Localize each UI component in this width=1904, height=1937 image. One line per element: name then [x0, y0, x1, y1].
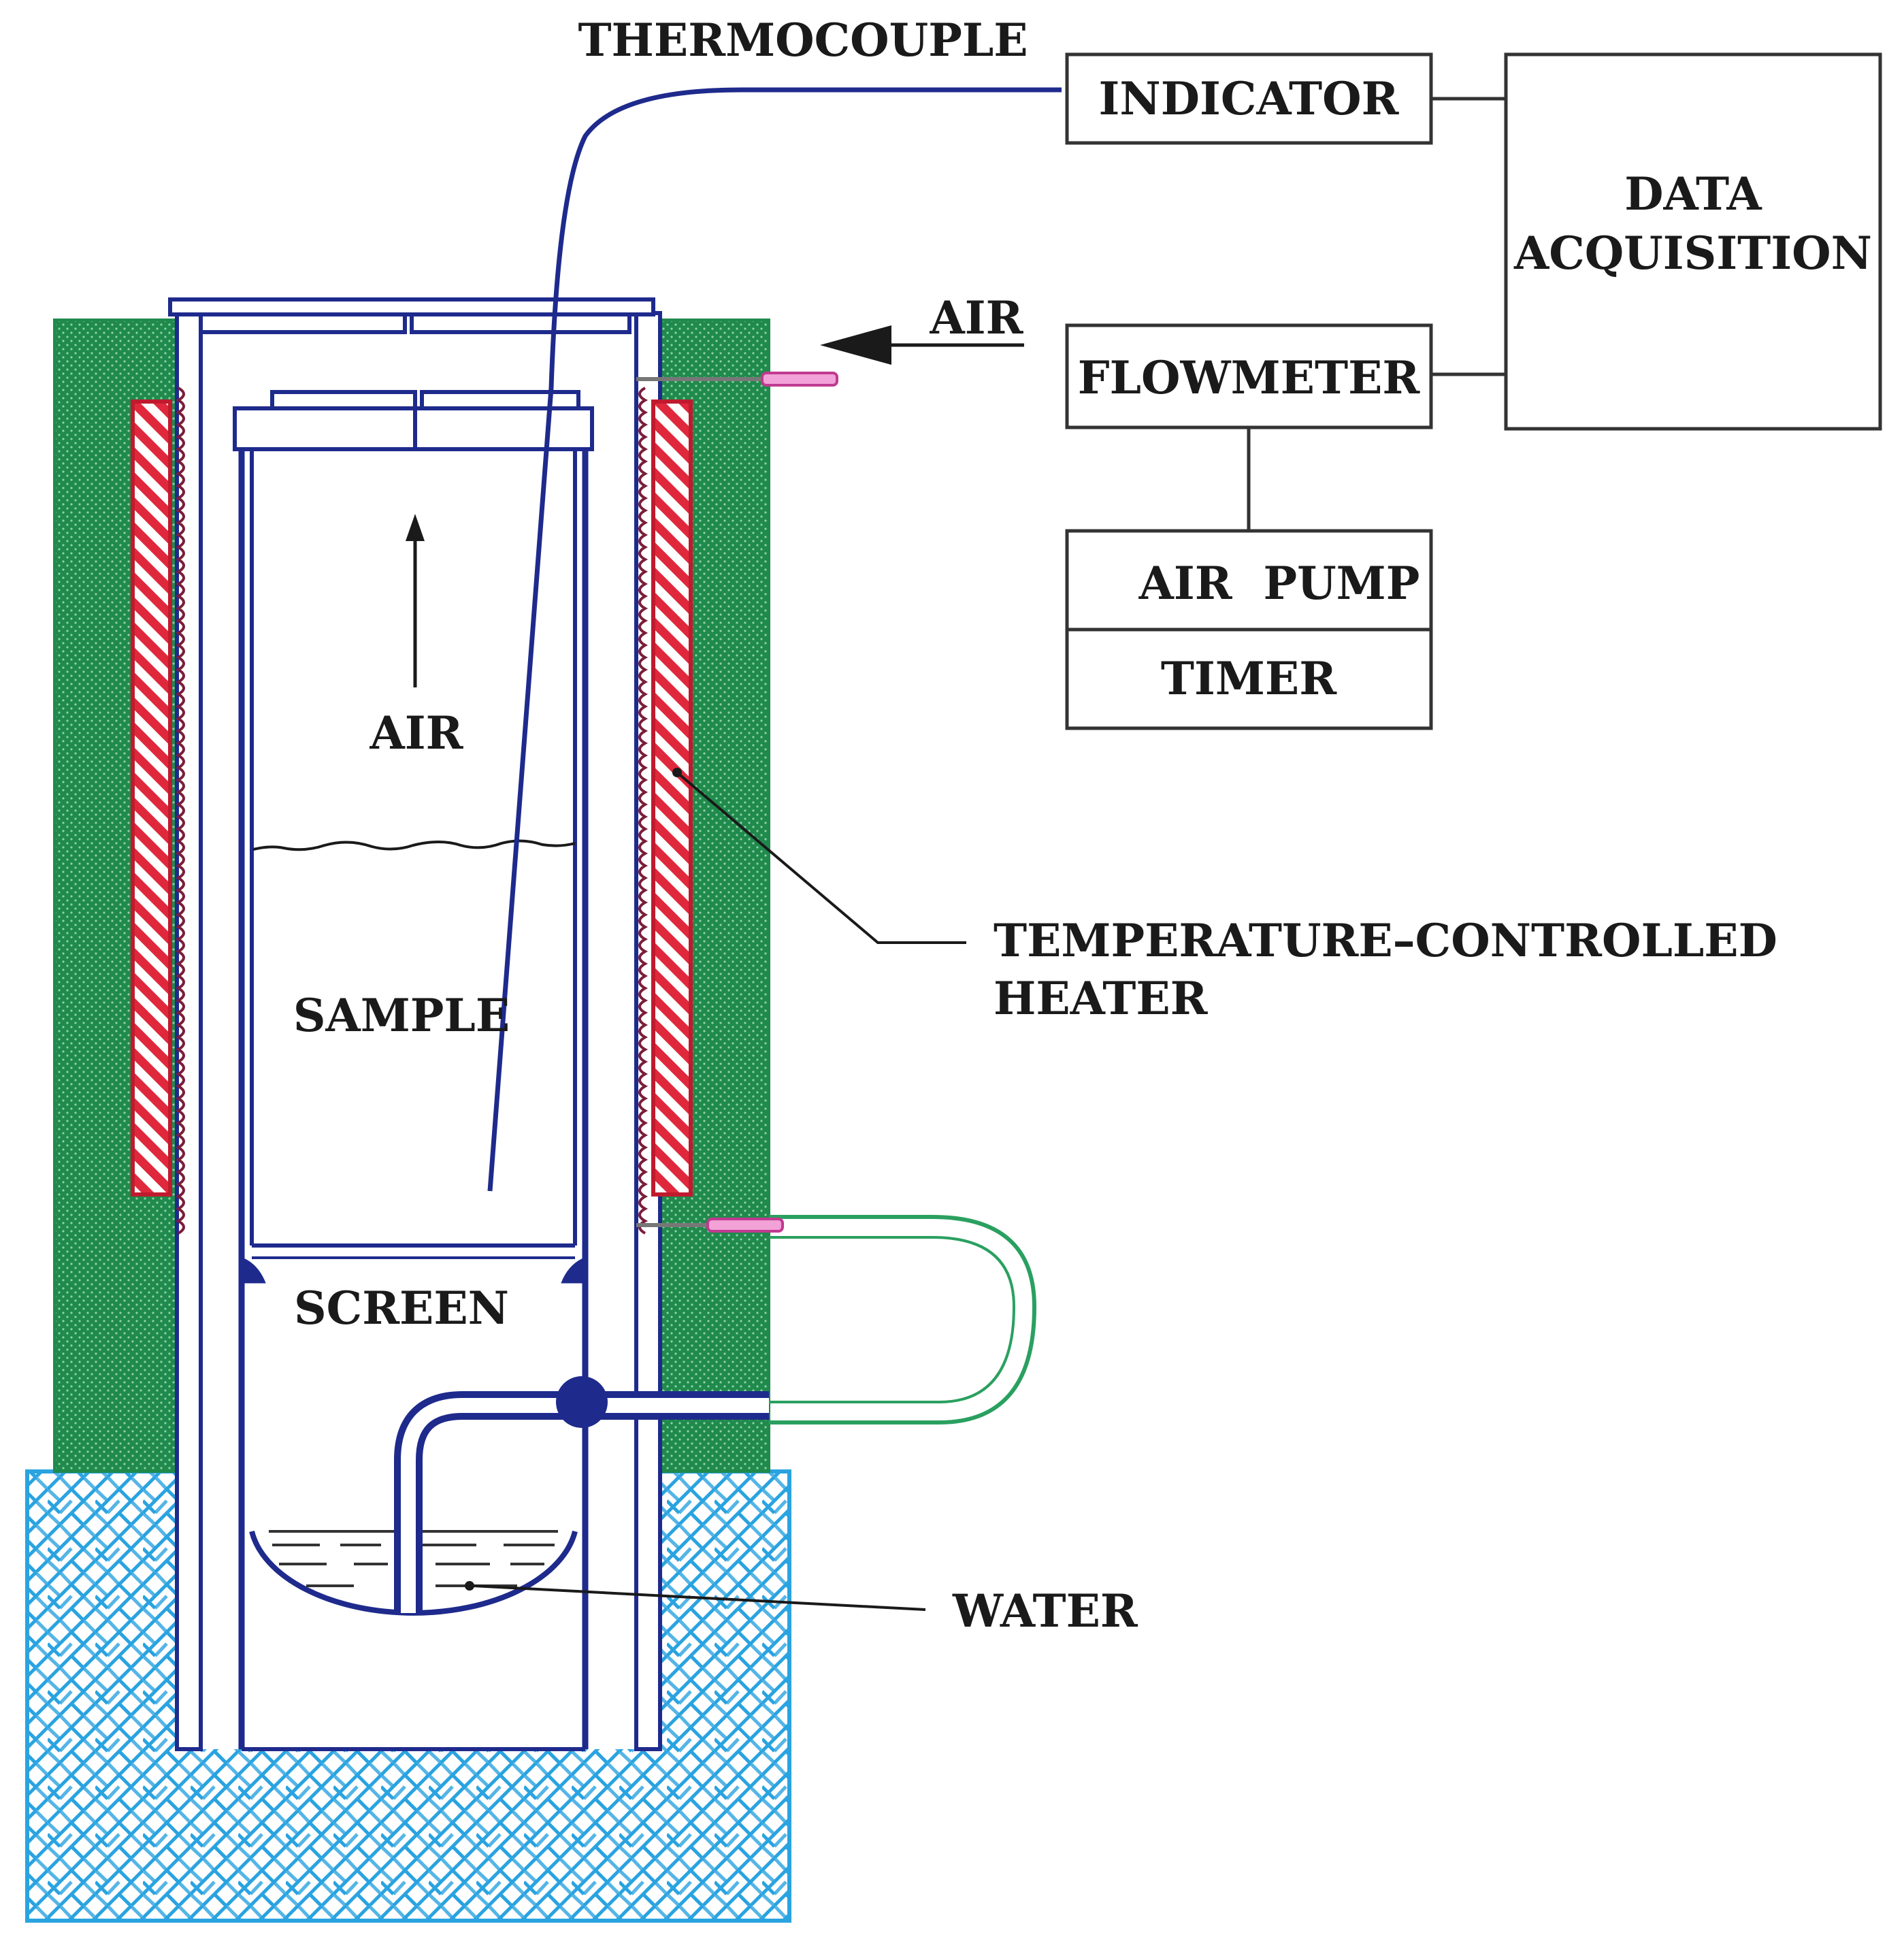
- overflow-tube: [769, 1215, 1037, 1425]
- heater-pointer-dot: [672, 768, 682, 777]
- inner-vessel: [233, 390, 594, 1751]
- label-data: DATA: [1624, 167, 1762, 221]
- air-inlet-tube: [394, 1391, 769, 1613]
- label-water: WATER: [952, 1584, 1138, 1638]
- label-flowmeter: FLOWMETER: [1078, 351, 1421, 404]
- air-inlet-arrow: [820, 325, 1024, 365]
- label-air-pump: AIR PUMP: [1138, 557, 1420, 610]
- label-air-inlet: AIR: [930, 291, 1024, 344]
- thermocouple-wire: [487, 87, 1062, 1192]
- leader-lines: [472, 771, 966, 1611]
- indicator-box: [1065, 52, 1433, 145]
- flowmeter-box: [1065, 323, 1433, 429]
- label-acquisition: ACQUISITION: [1513, 227, 1872, 280]
- upper-inlet-fitting: [636, 372, 838, 387]
- label-screen: SCREEN: [294, 1282, 509, 1335]
- label-timer: TIMER: [1161, 652, 1337, 705]
- label-indicator: INDICATOR: [1099, 72, 1400, 125]
- label-air-inside: AIR: [370, 706, 464, 760]
- label-heater-line1: TEMPERATURE–CONTROLLED: [994, 914, 1777, 967]
- water-pointer-dot: [465, 1581, 474, 1591]
- connection-lines: [1247, 97, 1506, 531]
- lower-inlet-fitting: [636, 1218, 784, 1233]
- label-sample: SAMPLE: [293, 989, 510, 1042]
- label-heater-line2: HEATER: [994, 972, 1209, 1025]
- sample-basket: [250, 449, 577, 1246]
- heater-elements: [131, 400, 693, 1197]
- data-acquisition-box: [1504, 52, 1882, 431]
- air-up-arrow: [406, 514, 425, 687]
- heater-coils: [175, 387, 649, 1235]
- label-thermocouple: THERMOCOUPLE: [578, 14, 1028, 67]
- screen: [244, 1243, 582, 1284]
- timer-box: [1065, 628, 1433, 730]
- sample-surface: [252, 839, 576, 851]
- tube-joint: [556, 1376, 608, 1428]
